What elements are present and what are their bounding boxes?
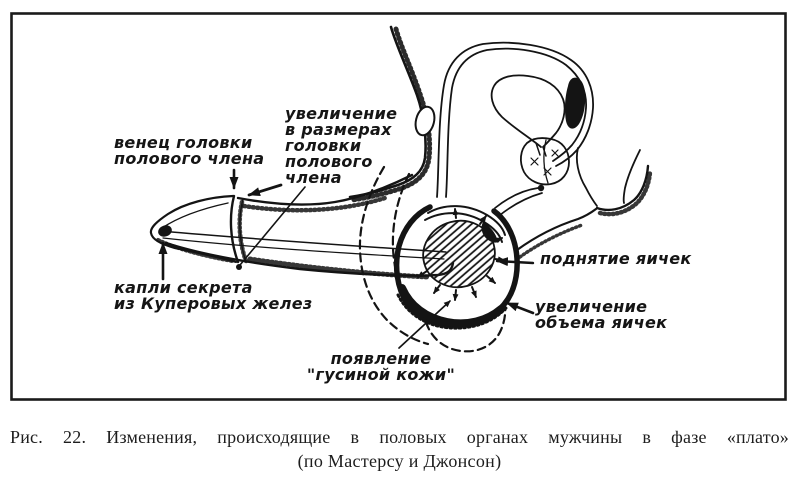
figure-caption-line2: (по Мастерсу и Джонсон) — [297, 451, 502, 471]
prostate — [520, 137, 570, 192]
rectum — [575, 147, 641, 207]
coronal-ridge — [229, 194, 249, 264]
label-testes-volume: увеличение объема яичек — [535, 297, 668, 332]
secretion-drop — [158, 225, 172, 237]
pubic-bone — [414, 105, 436, 137]
arrow-testes-volume — [505, 301, 535, 315]
line-goose-skin — [398, 300, 451, 349]
figure-frame — [10, 12, 787, 401]
label-cowper-glands: капли секрета из Куперовых желез — [114, 278, 313, 313]
label-glans-increase: увеличение в размерах головки полового ч… — [285, 104, 398, 187]
label-goose-skin: появление "гусиной кожи" — [306, 349, 456, 384]
torso-contour — [348, 25, 433, 203]
label-testes-elevation: поднятие яичек — [540, 249, 692, 268]
testis — [422, 219, 496, 289]
arrow-glans-increase — [247, 183, 283, 197]
scrotum — [393, 204, 520, 330]
urethra-bulb — [494, 187, 543, 216]
seminal-vesicle — [564, 77, 586, 129]
perineum — [515, 207, 598, 259]
callout-arrows — [158, 168, 535, 349]
arrow-testes-elevation — [495, 257, 535, 267]
label-corona: венец головки полового члена — [114, 133, 265, 168]
line-glans-increase-lower — [236, 186, 306, 270]
figure-caption-line1: Рис. 22. Изменения, происходящие в полов… — [10, 427, 789, 447]
buttock-contour — [595, 164, 653, 217]
